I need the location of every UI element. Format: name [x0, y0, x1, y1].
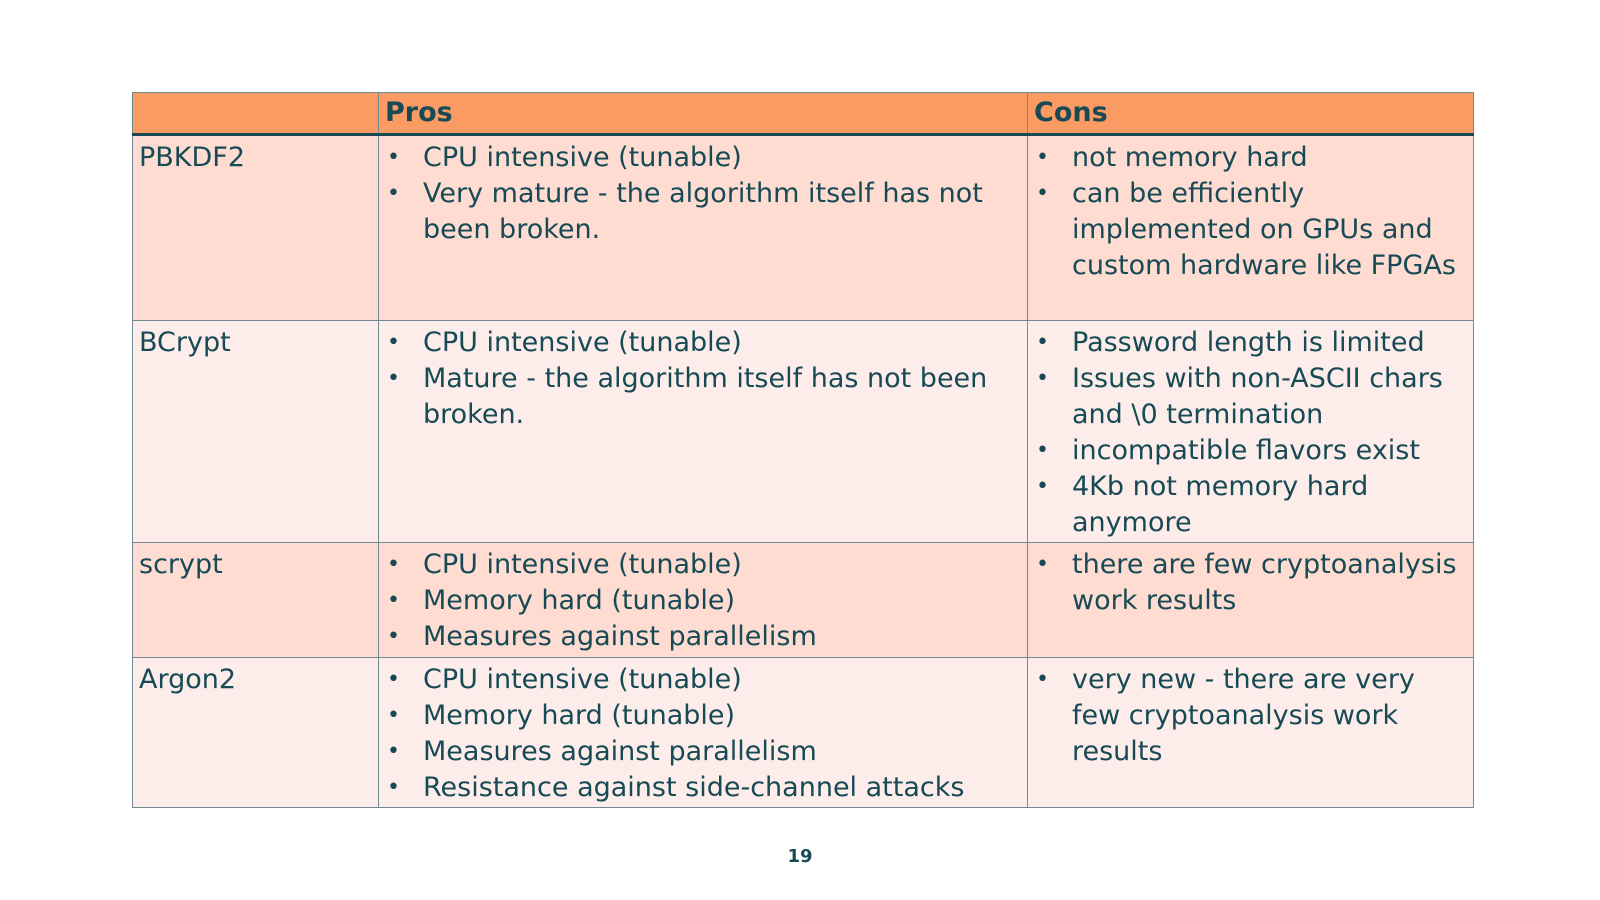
bullet-icon: •: [387, 588, 400, 613]
list-item-text: Mature - the algorithm itself has not be…: [423, 363, 988, 430]
table-row: Argon2 • CPU intensive (tunable) • Memory …: [132, 657, 1474, 808]
header-cell-cons: Cons: [1027, 92, 1474, 136]
header-cell-empty: [132, 92, 379, 136]
list-item-text: not memory hard: [1072, 142, 1308, 173]
pros-list: • CPU intensive (tunable) • Very mature - …: [385, 140, 1021, 248]
cons-list: • not memory hard • can be efficiently imp…: [1034, 140, 1467, 284]
list-item-text: incompatible flavors exist: [1072, 435, 1420, 466]
pros-list: • CPU intensive (tunable) • Memory hard (t…: [385, 547, 1021, 655]
pros-cell: • CPU intensive (tunable) • Memory hard (t…: [378, 542, 1028, 658]
cons-cell: • Password length is limited • Issues with…: [1027, 320, 1474, 543]
cons-cell: • very new - there are very few cryptoana…: [1027, 657, 1474, 808]
table-row: BCrypt • CPU intensive (tunable) • Mature …: [132, 320, 1474, 543]
list-item-text: very new - there are very few cryptoanal…: [1072, 664, 1415, 767]
list-item: • there are few cryptoanalysis work resul…: [1034, 547, 1467, 619]
bullet-icon: •: [1036, 366, 1049, 391]
list-item-text: Measures against parallelism: [423, 736, 817, 767]
list-item-text: can be efficiently implemented on GPUs a…: [1072, 178, 1456, 281]
cons-list: • there are few cryptoanalysis work resul…: [1034, 547, 1467, 619]
list-item-text: there are few cryptoanalysis work result…: [1072, 549, 1457, 616]
bullet-icon: •: [387, 552, 400, 577]
list-item: • Memory hard (tunable): [385, 583, 1021, 619]
list-item: • CPU intensive (tunable): [385, 662, 1021, 698]
list-item: • Issues with non-ASCII chars and \0 term…: [1034, 361, 1467, 433]
list-item: • CPU intensive (tunable): [385, 325, 1021, 361]
list-item: • Mature - the algorithm itself has not b…: [385, 361, 1021, 433]
list-item: • CPU intensive (tunable): [385, 547, 1021, 583]
comparison-table: Pros Cons PBKDF2 • CPU intensive (tunable…: [132, 92, 1474, 808]
list-item-text: 4Kb not memory hard anymore: [1072, 471, 1369, 538]
list-item: • can be efficiently implemented on GPUs …: [1034, 176, 1467, 284]
bullet-icon: •: [1036, 438, 1049, 463]
cons-list: • Password length is limited • Issues with…: [1034, 325, 1467, 541]
pros-cell: • CPU intensive (tunable) • Mature - the a…: [378, 320, 1028, 543]
bullet-icon: •: [387, 145, 400, 170]
page-number: 19: [787, 846, 813, 867]
list-item-text: Issues with non-ASCII chars and \0 termi…: [1072, 363, 1443, 430]
list-item: • incompatible flavors exist: [1034, 433, 1467, 469]
bullet-icon: •: [387, 739, 400, 764]
list-item-text: Memory hard (tunable): [423, 585, 736, 616]
bullet-icon: •: [1036, 552, 1049, 577]
bullet-icon: •: [387, 703, 400, 728]
bullet-icon: •: [1036, 181, 1049, 206]
bullet-icon: •: [387, 667, 400, 692]
algorithm-name: PBKDF2: [132, 134, 379, 321]
pros-cell: • CPU intensive (tunable) • Memory hard (t…: [378, 657, 1028, 808]
bullet-icon: •: [1036, 667, 1049, 692]
list-item: • Measures against parallelism: [385, 619, 1021, 655]
header-row: Pros Cons: [132, 92, 1474, 136]
list-item-text: CPU intensive (tunable): [423, 549, 742, 580]
cons-list: • very new - there are very few cryptoana…: [1034, 662, 1467, 770]
bullet-icon: •: [387, 624, 400, 649]
algorithm-name: scrypt: [132, 542, 379, 658]
algorithm-name: BCrypt: [132, 320, 379, 543]
pros-list: • CPU intensive (tunable) • Memory hard (t…: [385, 662, 1021, 806]
list-item-text: Password length is limited: [1072, 327, 1425, 358]
list-item-text: CPU intensive (tunable): [423, 664, 742, 695]
list-item: • Memory hard (tunable): [385, 698, 1021, 734]
bullet-icon: •: [387, 775, 400, 800]
cons-cell: • there are few cryptoanalysis work resul…: [1027, 542, 1474, 658]
list-item-text: CPU intensive (tunable): [423, 142, 742, 173]
list-item: • Very mature - the algorithm itself has …: [385, 176, 1021, 248]
pros-list: • CPU intensive (tunable) • Mature - the a…: [385, 325, 1021, 433]
list-item-text: CPU intensive (tunable): [423, 327, 742, 358]
list-item: • Password length is limited: [1034, 325, 1467, 361]
bullet-icon: •: [387, 330, 400, 355]
bullet-icon: •: [1036, 474, 1049, 499]
list-item-text: Very mature - the algorithm itself has n…: [423, 178, 983, 245]
list-item: • very new - there are very few cryptoana…: [1034, 662, 1467, 770]
list-item-text: Memory hard (tunable): [423, 700, 736, 731]
header-cell-pros: Pros: [378, 92, 1028, 136]
algorithm-name: Argon2: [132, 657, 379, 808]
cons-cell: • not memory hard • can be efficiently imp…: [1027, 134, 1474, 321]
list-item: • CPU intensive (tunable): [385, 140, 1021, 176]
list-item-text: Resistance against side-channel attacks: [423, 772, 965, 803]
list-item: • 4Kb not memory hard anymore: [1034, 469, 1467, 541]
bullet-icon: •: [387, 366, 400, 391]
list-item-text: Measures against parallelism: [423, 621, 817, 652]
table-row: scrypt • CPU intensive (tunable) • Memory …: [132, 542, 1474, 658]
list-item: • Resistance against side-channel attacks: [385, 770, 1021, 806]
list-item: • not memory hard: [1034, 140, 1467, 176]
table-row: PBKDF2 • CPU intensive (tunable) • Very ma…: [132, 134, 1474, 321]
pros-cell: • CPU intensive (tunable) • Very mature - …: [378, 134, 1028, 321]
bullet-icon: •: [1036, 330, 1049, 355]
list-item: • Measures against parallelism: [385, 734, 1021, 770]
bullet-icon: •: [1036, 145, 1049, 170]
bullet-icon: •: [387, 181, 400, 206]
